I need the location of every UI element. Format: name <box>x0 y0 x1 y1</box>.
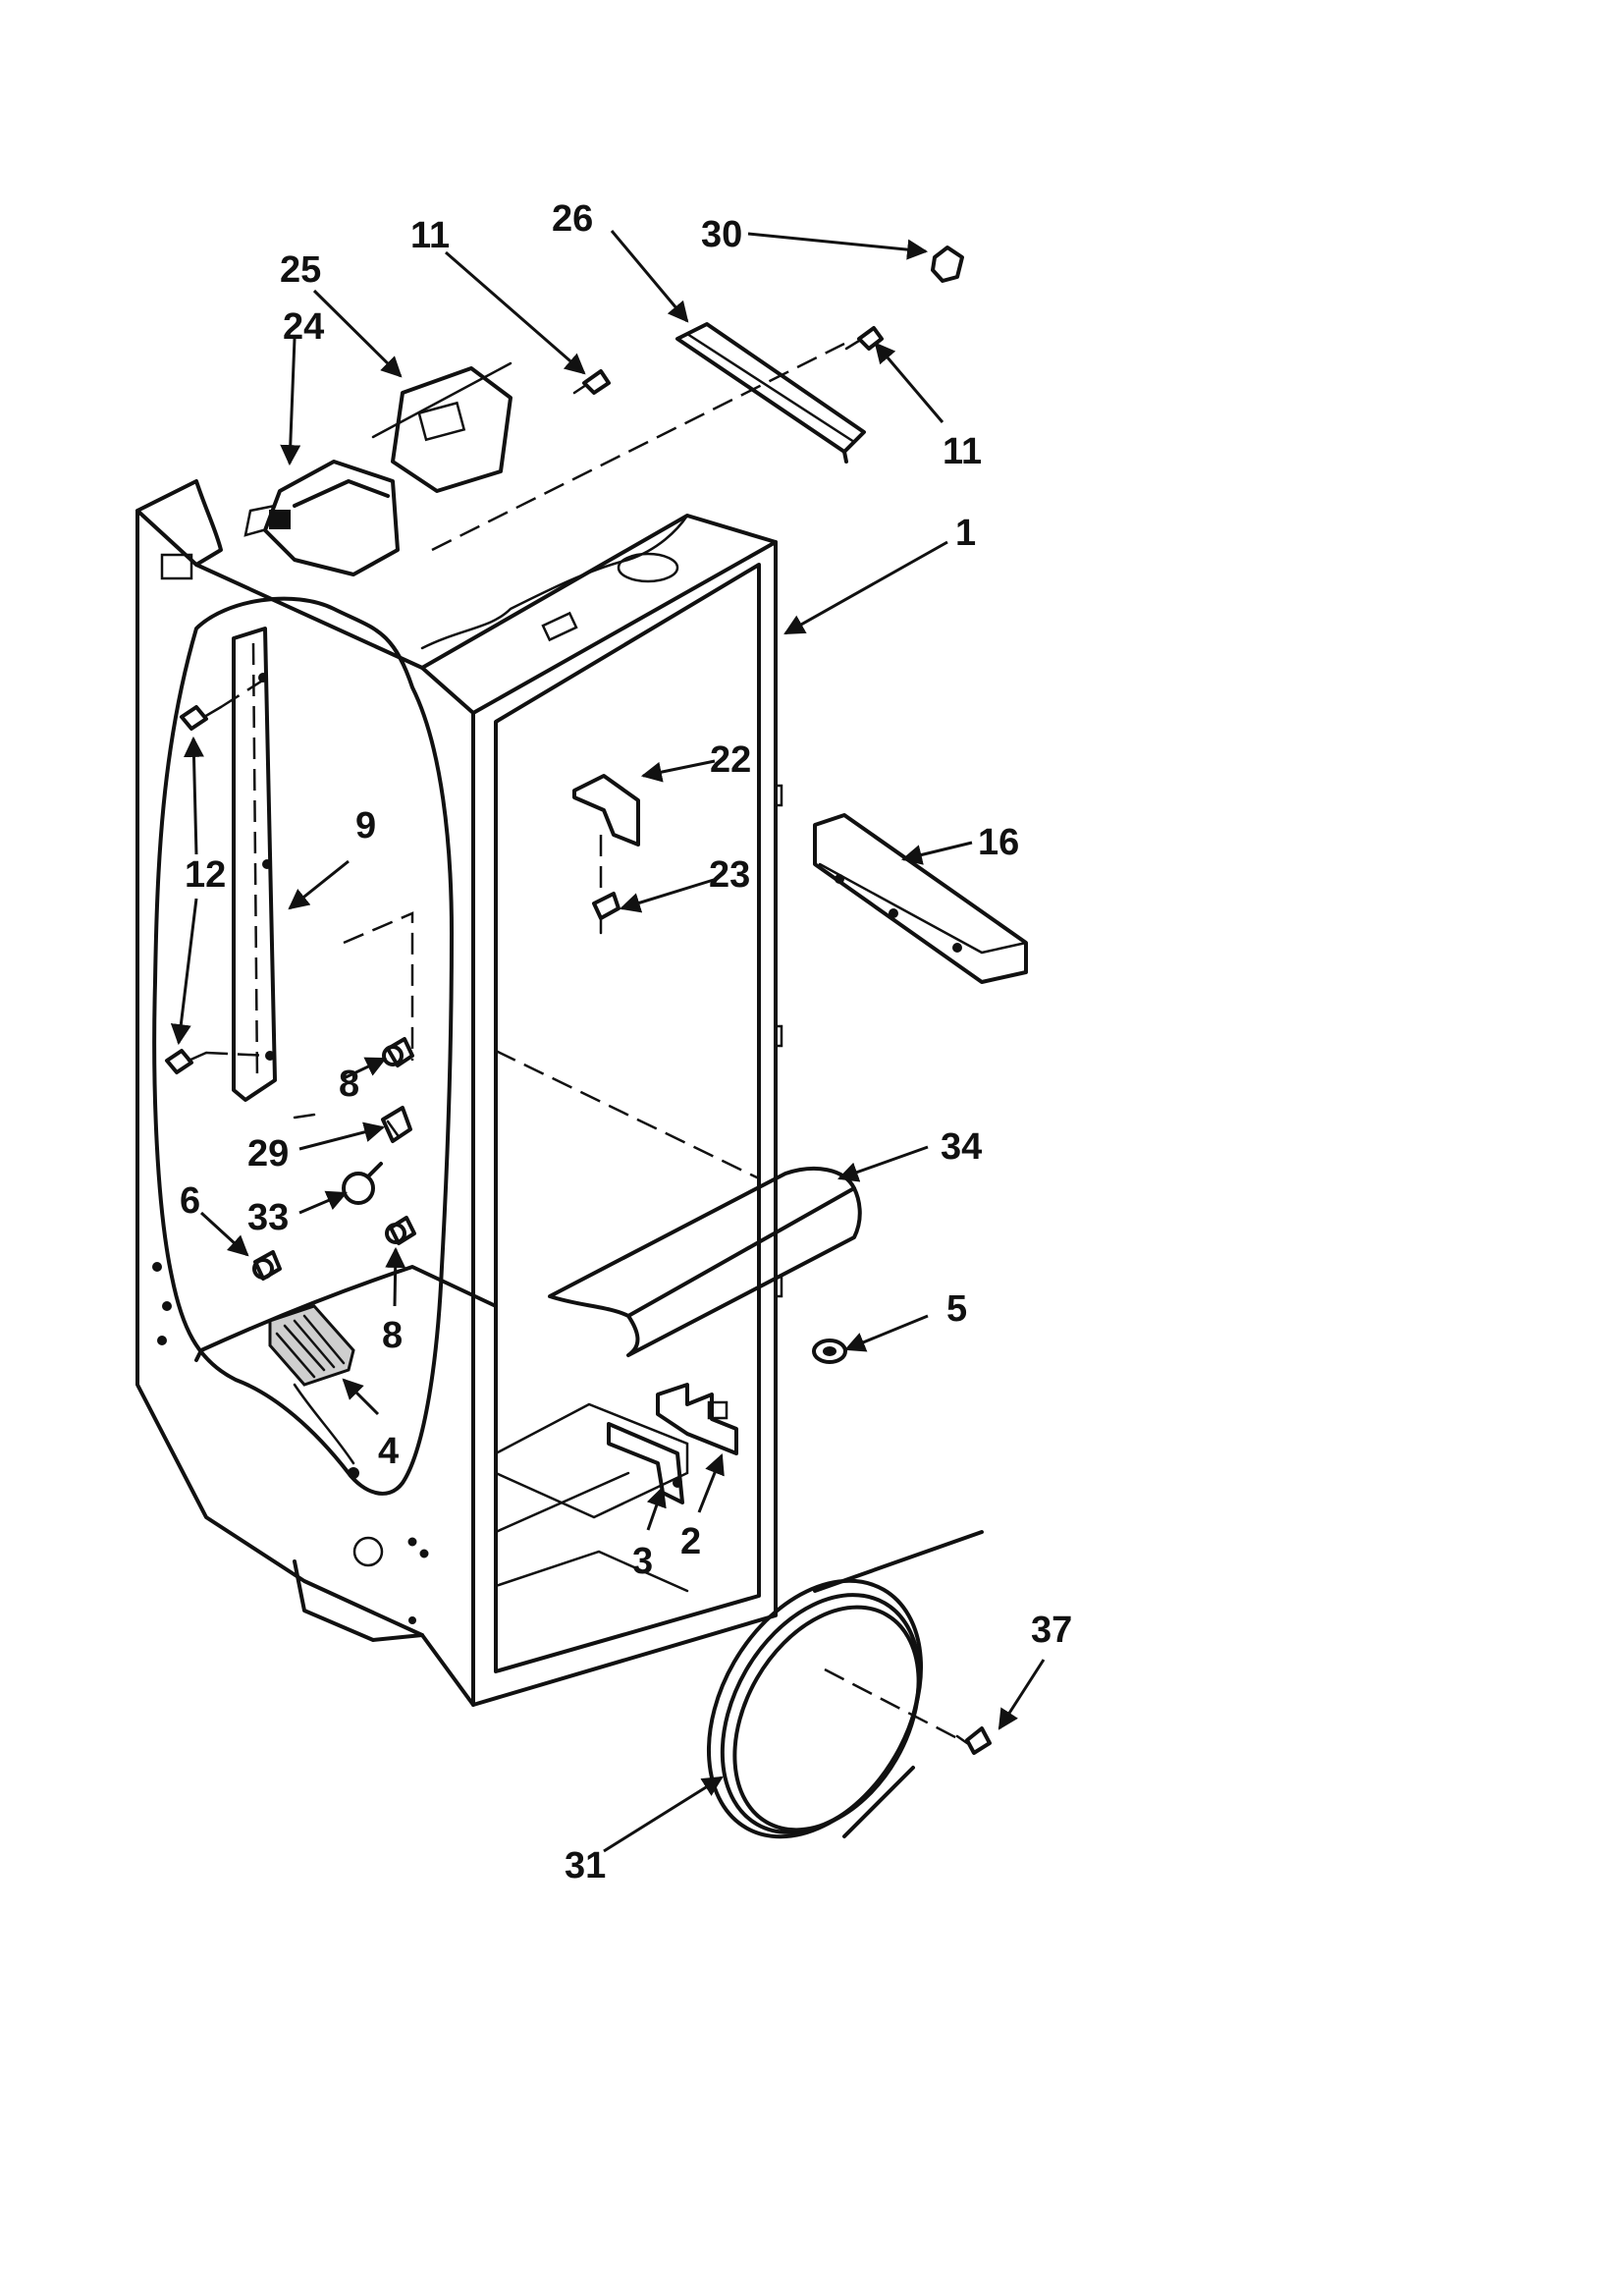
callout-26: 26 <box>552 198 593 240</box>
part-29-switch <box>293 1106 412 1143</box>
part-5-grommet <box>812 1339 847 1364</box>
part-24-control-housing <box>243 460 400 576</box>
callout-1: 1 <box>955 513 976 554</box>
part-12-screw-b <box>165 1049 208 1074</box>
callout-31: 31 <box>565 1845 606 1886</box>
callout-24: 24 <box>283 306 324 348</box>
callout-12: 12 <box>185 854 226 896</box>
callout-11-top: 11 <box>410 215 450 256</box>
part-8-socket-b <box>385 1216 416 1245</box>
part-31-tubing <box>706 1530 984 1839</box>
part-37-screw <box>955 1726 992 1755</box>
part-33-bulb <box>342 1162 383 1205</box>
part-3-bracket <box>607 1422 684 1504</box>
callout-11-right: 11 <box>943 431 982 472</box>
part-23-screw <box>592 892 620 935</box>
callout-30: 30 <box>701 214 742 255</box>
callout-34: 34 <box>941 1126 982 1168</box>
callout-8-upper: 8 <box>339 1064 359 1105</box>
part-12-screw-a <box>180 705 223 731</box>
part-26-channel <box>675 322 866 464</box>
callout-2: 2 <box>680 1521 701 1562</box>
callout-4: 4 <box>378 1431 399 1472</box>
part-8-socket-a <box>382 1037 414 1067</box>
part-25-bracket <box>371 361 512 493</box>
part-4-grille <box>268 1304 355 1387</box>
callout-25: 25 <box>280 249 321 291</box>
part-34-cover <box>548 1167 862 1357</box>
part-16-support <box>813 813 1028 984</box>
callout-6: 6 <box>180 1180 200 1222</box>
callout-8-lower: 8 <box>382 1315 403 1356</box>
part-11-screw-a <box>572 369 611 395</box>
callout-22: 22 <box>710 739 751 781</box>
callout-9: 9 <box>355 805 376 847</box>
callout-33: 33 <box>247 1197 289 1238</box>
part-6-socket <box>252 1250 282 1281</box>
callout-3: 3 <box>632 1541 653 1582</box>
part-2-bracket <box>656 1383 738 1455</box>
callout-16: 16 <box>978 822 1019 863</box>
callout-29: 29 <box>247 1133 289 1175</box>
leader-lines <box>170 230 1046 1853</box>
callout-5: 5 <box>946 1288 967 1330</box>
part-11-screw-b <box>844 326 884 351</box>
callout-23: 23 <box>709 854 750 896</box>
part-22-bracket <box>572 774 640 889</box>
callout-37: 37 <box>1031 1610 1072 1651</box>
part-9-rail <box>232 627 277 1102</box>
part-30-clip <box>931 246 964 283</box>
cabinet-liner <box>135 479 783 1707</box>
